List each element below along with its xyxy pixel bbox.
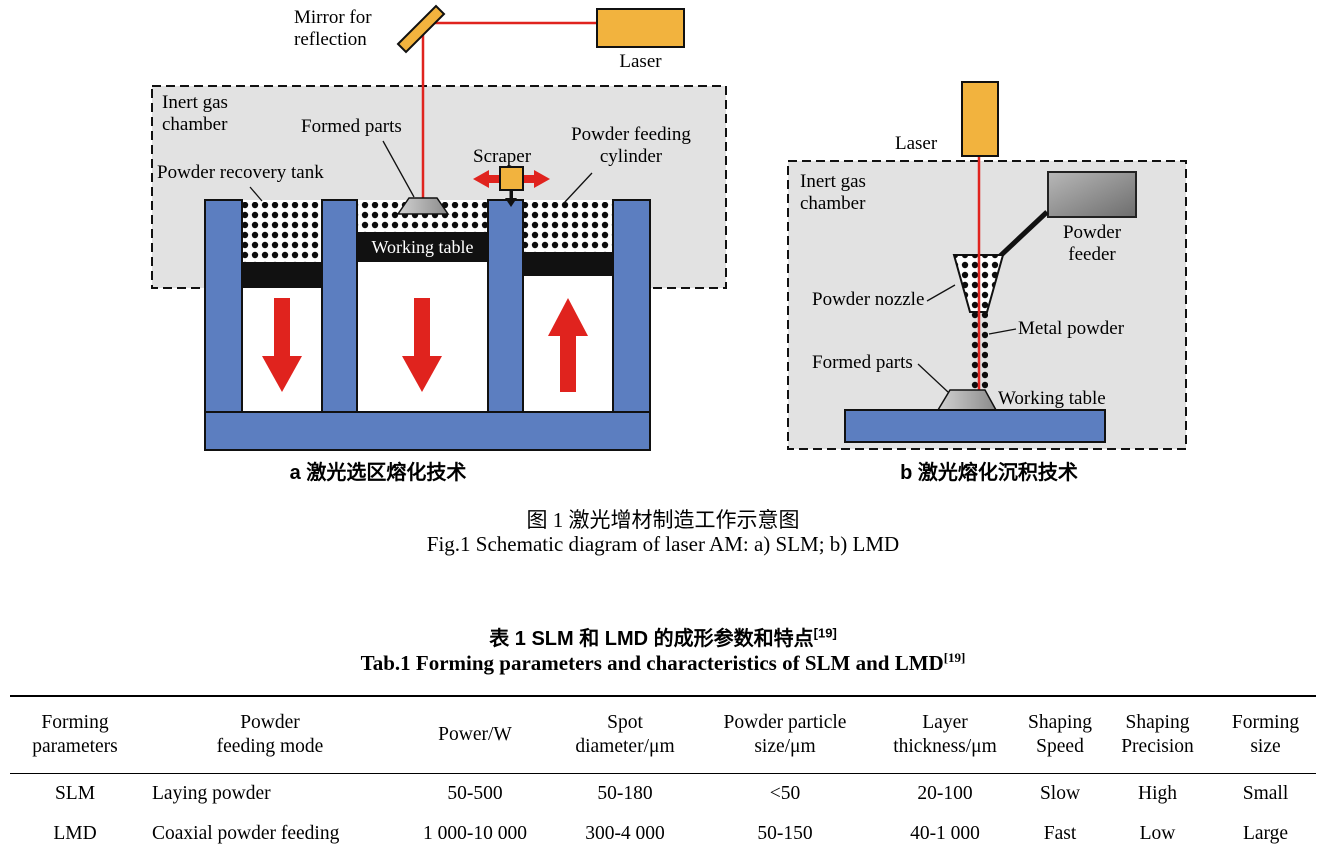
table-cell: Laying powder <box>152 783 271 804</box>
table-caption-zh-ref: [19] <box>813 625 837 641</box>
powder-recovery-tank-label: Powder recovery tank <box>157 162 324 183</box>
working-table-block <box>357 232 488 262</box>
powder-feed-tube <box>996 210 1049 260</box>
lmd-leader-lines <box>917 284 1017 393</box>
col-header-spot-diameter: Spot diameter/μm <box>575 711 675 757</box>
col-header-particle-size: Powder particle size/μm <box>723 711 847 757</box>
scraper-shape <box>499 166 524 191</box>
slm-leader-lines <box>249 140 593 204</box>
metal-powder-label: Metal powder <box>1018 318 1125 339</box>
figure-canvas <box>151 4 1187 451</box>
lmd-chamber-label: Inert gas chamber <box>800 171 866 214</box>
piston-motion-arrows <box>262 298 588 392</box>
scraper-label: Scraper <box>473 146 532 167</box>
col-header-power: Power/W <box>438 723 512 745</box>
mirror-shape <box>396 4 446 54</box>
panel-a-caption: a 激光选区熔化技术 <box>289 462 467 484</box>
lmd-formed-parts-label: Formed parts <box>812 352 913 373</box>
table-caption-en-ref: [19] <box>943 650 966 665</box>
lmd-working-table-label: Working table <box>998 388 1106 409</box>
down-arrow-left <box>274 298 290 356</box>
powder-feeder-label: Powder feeder <box>1062 222 1122 265</box>
table-cell: Low <box>1139 823 1176 844</box>
slm-machine-frame <box>204 199 651 451</box>
recovery-tank-powder <box>242 202 322 262</box>
table-cell: 20-100 <box>917 783 973 804</box>
panel-b-caption: b 激光熔化沉积技术 <box>900 462 1078 484</box>
figure-caption-en: Fig.1 Schematic diagram of laser AM: a) … <box>426 532 900 556</box>
table-cell: SLM <box>54 783 96 804</box>
slm-working-table-label: Working table <box>371 237 474 257</box>
table-cell: Slow <box>1039 783 1081 804</box>
table-cell: Large <box>1242 823 1289 844</box>
scraper-motion-arrows <box>473 170 550 188</box>
table-caption-zh-text: 表 1 SLM 和 LMD 的成形参数和特点 <box>489 628 814 650</box>
mirror-label: Mirror for reflection <box>294 7 372 50</box>
lmd-diagram <box>787 81 1187 450</box>
table-cell: LMD <box>53 823 97 844</box>
powder-nozzle-label: Powder nozzle <box>812 289 925 310</box>
col-header-shaping-speed: Shaping Speed <box>1028 711 1092 757</box>
table-cell: 50-500 <box>447 783 503 804</box>
table-row-lmd: LMD Coaxial powder feeding 1 000-10 000 … <box>10 814 1316 853</box>
col-header-powder-feeding-mode: Powder feeding mode <box>216 711 324 757</box>
feed-cylinder-piston <box>523 252 613 276</box>
col-header-forming-size: Forming size <box>1231 711 1300 757</box>
lmd-laser-box <box>961 81 999 157</box>
powder-feeder-box <box>1047 171 1137 218</box>
table-cell: 50-150 <box>757 823 813 844</box>
col-header-layer-thickness: Layer thickness/μm <box>893 711 997 757</box>
table-row-slm: SLM Laying powder 50-500 50-180 <50 20-1… <box>10 774 1316 815</box>
slm-laser-label: Laser <box>619 51 662 72</box>
recovery-tank-piston <box>242 262 322 288</box>
parameters-table: Forming parameters Powder feeding mode P… <box>10 695 1316 853</box>
table-caption-en-text: Tab.1 Forming parameters and characteris… <box>360 651 944 675</box>
slm-diagram <box>151 4 727 451</box>
table-cell: 1 000-10 000 <box>423 823 527 844</box>
col-header-forming-parameters: Forming parameters <box>32 711 118 757</box>
table-cell: Fast <box>1043 823 1077 844</box>
figure-caption-zh: 图 1 激光增材制造工作示意图 <box>526 508 800 532</box>
table-cell: 300-4 000 <box>585 823 665 844</box>
table-cell: <50 <box>769 783 801 804</box>
slm-laser-box <box>596 8 685 48</box>
lmd-laser-label: Laser <box>895 133 938 154</box>
table-cell: 50-180 <box>597 783 653 804</box>
table-header-row: Forming parameters Powder feeding mode P… <box>10 696 1316 774</box>
slm-chamber-label: Inert gas chamber <box>162 92 228 135</box>
powder-feeding-cylinder-label: Powder feeding cylinder <box>571 124 691 167</box>
col-header-shaping-precision: Shaping Precision <box>1121 711 1194 757</box>
scraper-down-arrow <box>505 191 517 207</box>
table-cell: 40-1 000 <box>910 823 980 844</box>
up-arrow-right <box>548 298 588 336</box>
slm-formed-part <box>396 197 450 215</box>
slm-formed-parts-label: Formed parts <box>301 116 402 137</box>
down-arrow-middle <box>414 298 430 356</box>
table-caption-zh: 表 1 SLM 和 LMD 的成形参数和特点[19] <box>0 622 1326 651</box>
table-caption-en: Tab.1 Forming parameters and characteris… <box>0 650 1326 676</box>
feed-cylinder-powder <box>523 202 613 252</box>
lmd-working-table <box>844 409 1106 443</box>
table-cell: Coaxial powder feeding <box>152 823 340 844</box>
table-cell: High <box>1138 783 1177 804</box>
table-cell: Small <box>1242 783 1289 804</box>
